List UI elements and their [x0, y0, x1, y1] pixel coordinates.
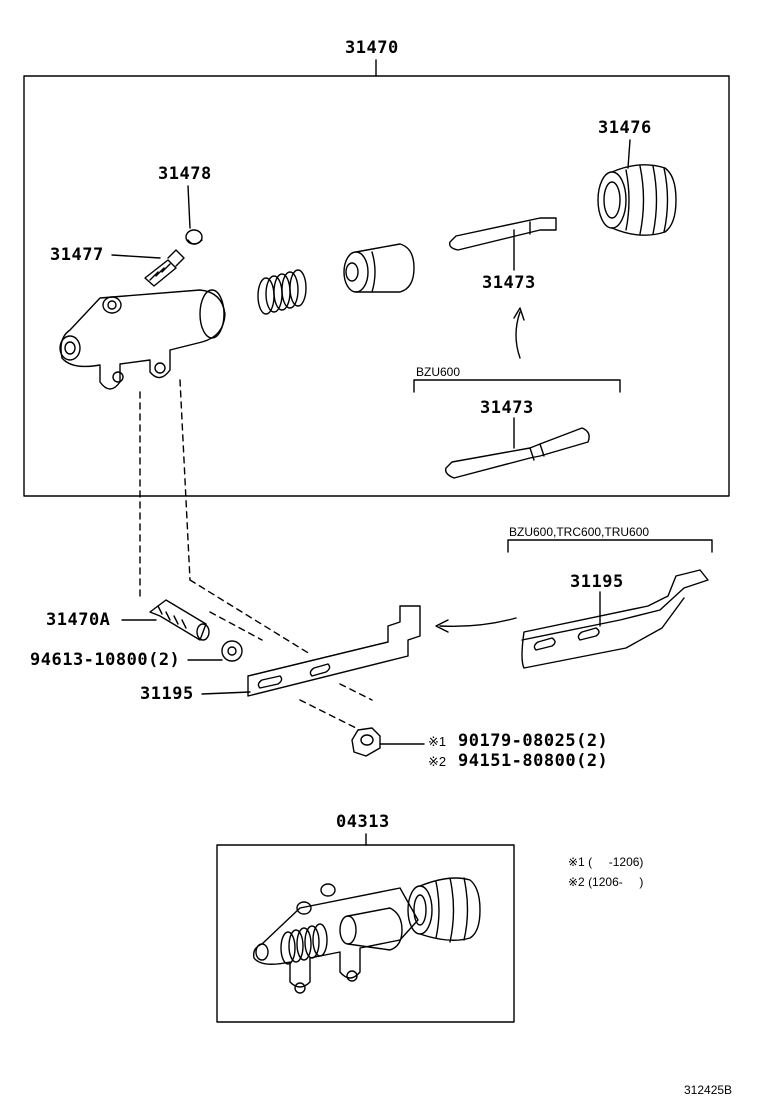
label-31478[interactable]: 31478	[158, 164, 212, 184]
label-31470a[interactable]: 31470A	[46, 610, 111, 630]
label-31473-bottom[interactable]: 31473	[480, 398, 534, 418]
label-31476[interactable]: 31476	[598, 118, 652, 138]
label-04313[interactable]: 04313	[336, 812, 390, 832]
bleeder-31477-drawing	[144, 249, 185, 287]
stud-31470a-drawing	[149, 599, 210, 641]
label-94151[interactable]: 94151-80800(2)	[458, 751, 609, 771]
label-94613[interactable]: 94613-10800(2)	[30, 650, 181, 670]
leader-31476	[627, 139, 631, 169]
kit-box-04313	[216, 844, 515, 1023]
cap-31478-drawing	[185, 229, 203, 245]
bracket-31195-left-drawing	[247, 605, 421, 697]
assembly-box-31470	[23, 75, 730, 497]
nut-drawing	[351, 727, 381, 757]
leader-31477	[111, 254, 161, 259]
label-31477[interactable]: 31477	[50, 245, 104, 265]
label-31470[interactable]: 31470	[345, 38, 399, 58]
bracket-bzu600	[413, 379, 621, 393]
label-31473-top[interactable]: 31473	[482, 273, 536, 293]
cylinder-body-drawing	[59, 289, 226, 390]
label-variant-bzu-trc-tru: BZU600,TRC600,TRU600	[509, 525, 650, 539]
label-31195-left[interactable]: 31195	[140, 684, 194, 704]
arrow-right-bracket	[439, 617, 517, 627]
spring-drawing	[257, 269, 307, 315]
washer-drawing	[221, 640, 243, 662]
kit-drawing	[252, 877, 481, 994]
legend-note2: ※2 (1206- )	[568, 875, 644, 889]
arrow-bzu600	[515, 311, 521, 359]
note2-mark: ※2	[428, 754, 447, 769]
label-31195-right[interactable]: 31195	[570, 572, 624, 592]
note1-mark: ※1	[428, 734, 447, 749]
boot-31476-drawing	[597, 164, 677, 236]
diagram-id: 312425B	[684, 1083, 733, 1097]
leader-31195-left	[201, 691, 251, 695]
bracket-31195-right-drawing	[521, 569, 709, 669]
leader-31478	[187, 185, 191, 229]
legend-note1: ※1 ( -1206)	[568, 855, 644, 869]
piston-drawing	[343, 243, 415, 293]
pushrod-bottom-drawing	[444, 427, 590, 479]
bracket-variant-right	[507, 539, 713, 553]
label-variant-bzu600: BZU600	[416, 365, 461, 379]
label-90179[interactable]: 90179-08025(2)	[458, 731, 609, 751]
dashed-guides	[139, 379, 373, 729]
pushrod-top-drawing	[448, 217, 557, 251]
